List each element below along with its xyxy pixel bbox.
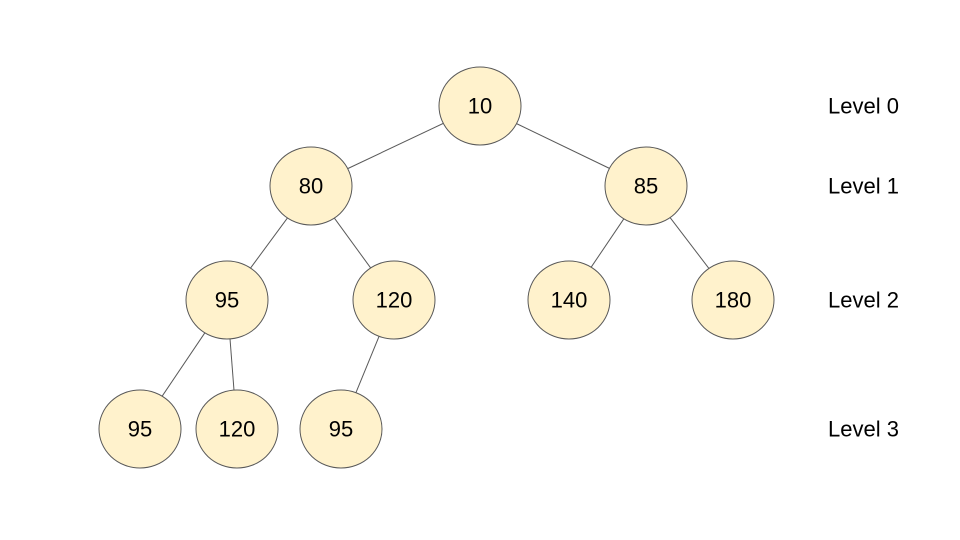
tree-node-label: 80 xyxy=(299,174,323,199)
tree-edge xyxy=(347,122,444,170)
tree-node: 80 xyxy=(269,146,353,226)
level-label: Level 1 xyxy=(828,174,899,199)
tree-node-circle xyxy=(98,389,182,469)
tree-node: 95 xyxy=(185,260,269,340)
tree-edge xyxy=(161,332,206,397)
tree-node: 85 xyxy=(604,146,688,226)
tree-edge xyxy=(590,218,625,268)
tree-node: 120 xyxy=(352,260,436,340)
tree-node-circle xyxy=(438,66,522,146)
tree-node-circle xyxy=(185,260,269,340)
tree-node: 95 xyxy=(299,389,383,469)
tree-edge xyxy=(229,338,235,391)
tree-node-label: 95 xyxy=(215,288,239,313)
level-labels: Level 0 Level 1 Level 2 Level 3 xyxy=(828,94,899,442)
level-label: Level 3 xyxy=(828,417,899,442)
tree-node-label: 140 xyxy=(551,288,588,313)
tree-edge xyxy=(333,217,372,269)
tree-node-circle xyxy=(604,146,688,226)
tree-node-label: 85 xyxy=(634,174,658,199)
tree-node: 120 xyxy=(195,389,279,469)
tree-node: 180 xyxy=(691,260,775,340)
nodes-layer: 10 80 85 95 120 140 180 95 120 95 xyxy=(98,66,775,469)
tree-node-label: 120 xyxy=(219,417,256,442)
tree-node: 95 xyxy=(98,389,182,469)
tree-node: 140 xyxy=(527,260,611,340)
tree-edge xyxy=(516,123,610,169)
tree-node-label: 180 xyxy=(715,288,752,313)
level-label: Level 2 xyxy=(828,288,899,313)
tree-node-label: 95 xyxy=(329,417,353,442)
edges-layer xyxy=(161,122,710,397)
tree-node-label: 95 xyxy=(128,417,152,442)
tree-node-circle xyxy=(269,146,353,226)
tree-node-circle xyxy=(527,260,611,340)
tree-node: 10 xyxy=(438,66,522,146)
tree-node-label: 120 xyxy=(376,288,413,313)
tree-node-circle xyxy=(195,389,279,469)
tree-edge xyxy=(669,217,710,269)
tree-edge xyxy=(250,217,288,269)
tree-node-circle xyxy=(299,389,383,469)
tree-node-circle xyxy=(691,260,775,340)
level-label: Level 0 xyxy=(828,94,899,119)
tree-node-circle xyxy=(352,260,436,340)
tree-node-label: 10 xyxy=(468,94,492,119)
tree-edge xyxy=(355,336,380,393)
